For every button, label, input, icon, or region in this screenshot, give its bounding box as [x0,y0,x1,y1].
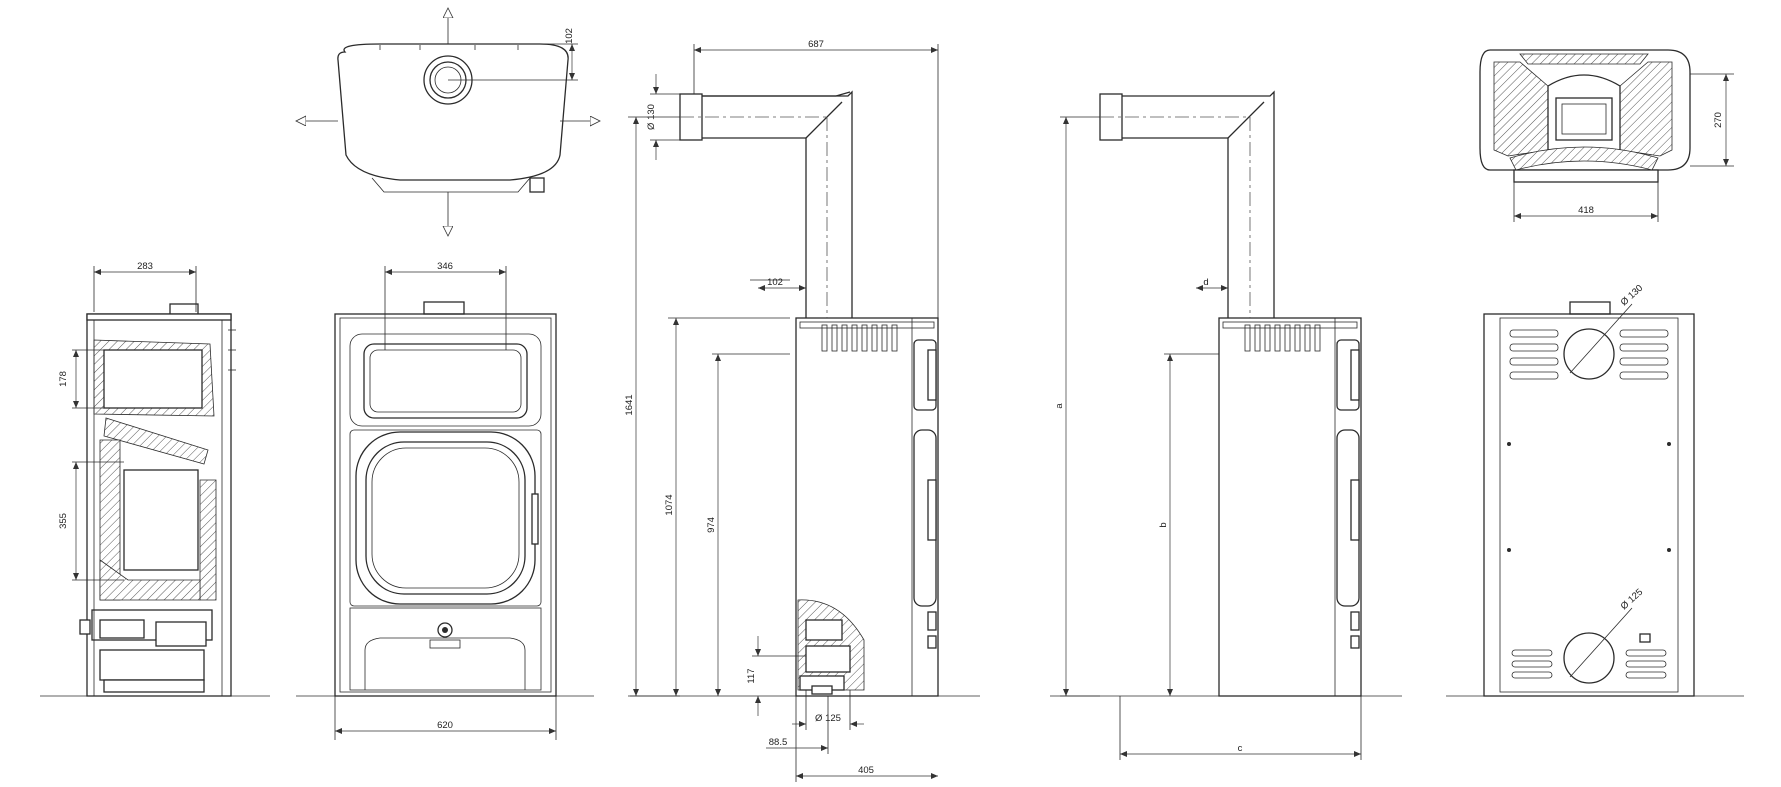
label-d: d [1203,277,1208,288]
top-section-view: 418 270 [1479,49,1734,222]
section-view: 283 178 355 [40,261,270,697]
front-view: 620 346 [296,261,594,740]
dim-side-974: 974 [706,517,717,533]
dim-plan-102: 102 [564,28,575,44]
dim-side-88-5: 88.5 [769,737,788,748]
dim-side-117: 117 [746,668,757,683]
label-c: c [1238,743,1243,754]
rear-vents-bottom-left [1511,649,1553,679]
plan-view: 102 [296,8,600,236]
dim-side-687: 687 [808,39,824,50]
rear-vents-top-right [1619,329,1669,380]
dim-side-405: 405 [858,765,874,776]
dim-top-270: 270 [1713,112,1724,128]
plug-icon [1639,633,1651,643]
dim-section-283: 283 [137,261,153,272]
rear-view: Ø 130 Ø 125 [1446,283,1744,697]
label-a: a [1054,403,1065,409]
flue-vents [1244,324,1321,352]
side-flue-view: 687 Ø 130 102 1641 1074 974 117 Ø 125 88… [624,39,980,782]
dim-side-1074: 1074 [664,494,675,515]
dim-side-102: 102 [767,277,783,288]
rear-vents-top-left [1509,329,1559,380]
rear-vents-bottom-right [1625,649,1667,679]
dim-top-418: 418 [1578,205,1594,216]
dim-side-1641: 1641 [624,394,635,415]
dim-section-355: 355 [58,513,69,529]
dim-front-620: 620 [437,720,453,731]
label-b: b [1158,522,1169,527]
dim-section-178: 178 [58,371,69,387]
dim-front-346: 346 [437,261,453,272]
side-generic-view: a b c d [1050,90,1402,760]
flue-vents [821,324,898,352]
